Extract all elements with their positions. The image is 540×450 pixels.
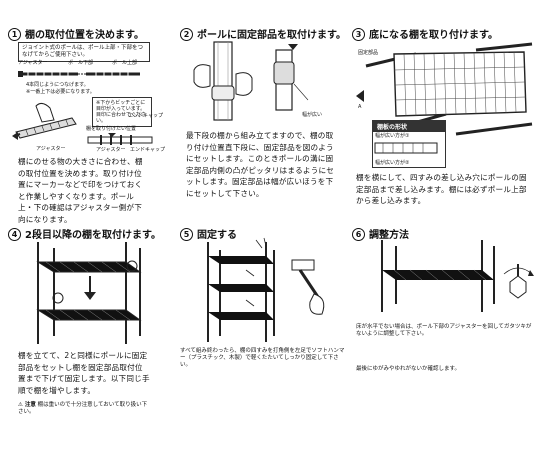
label-fixing-part: 固定部品 [358,50,379,56]
fixing-part-illustration [193,41,309,121]
step6-body2: 最後にゆがみやゆれがないか確認します。 [356,366,460,372]
svg-text:A: A [358,104,362,110]
step-number: 4 [8,228,21,241]
step-number: 2 [180,28,193,41]
label-position: 棚を取り付けたい位置 [86,126,137,132]
step2-body: 最下段の棚から組み立てますので、棚の取り付け位置直下段に、固定部品を図のようにセ… [186,131,335,198]
marking-pole-illustration [12,102,77,140]
label-pole-top: ポール上部 [112,60,138,66]
step3-body: 棚を横にして、四すみの差し込み穴にポールの固定部品まで差し込みます。棚には必ずポ… [356,173,527,205]
bottom-shelf-illustration: A [356,42,533,136]
step1-side-note: ※下からビッチごとに目印が入っています。目印に合わせてください。 [92,97,152,127]
shelf-shape-wide: 幅が広い方が① [375,133,410,139]
shelf-shape-diagram [374,142,438,154]
label-adjuster: アジャスター [18,60,48,66]
step1-note-mid: 4本同じようにつなげます。 [26,82,89,88]
step6-body: 床が水平でない場合は、ポール下部のアジャスターを回してガタツキがないように調整し… [356,324,532,337]
pole-joint-illustration [18,71,140,77]
adjuster-illustration [381,240,534,312]
step-number: 3 [352,28,365,41]
shelf-shape-title: 棚板の形状 [373,121,445,132]
step1-note-joint: ジョイント式のポールは、ポール上部・下部をつなげてからご使用下さい。 [18,42,150,62]
label-pole-bottom: ポール下部 [68,60,94,66]
step-number: 5 [180,228,193,241]
label-adjuster-3: アジャスター [96,147,126,153]
step-number: 6 [352,228,365,241]
shelf-shape-box: 棚板の形状 幅が広い方が① 幅が広い方が② [372,120,446,168]
label-wide: 幅が広い [302,112,323,118]
label-endcap-2: エンドキャップ [130,147,166,153]
label-adjuster-2: アジャスター [36,146,66,152]
step5-body: すべて組み終わったら、棚の四すみを打角側を左足でソフトハンマー（プラスチック、木… [180,348,345,368]
shelf-shape-narrow: 幅が広い方が② [375,160,410,166]
step-number: 1 [8,28,21,41]
label-endcap: エンドキャップ [128,113,164,119]
hammer-illustration [207,237,325,342]
shelf-position-diagram [87,133,153,145]
second-shelf-illustration [36,242,142,344]
step4-caution: ⚠ 注意 棚は重いので十分注意しておいて取り扱い下さい。 [18,402,148,415]
step4-body: 棚を立てて、2と同様にポールに固定部品をセットし棚を固定部品取付位置まで下げて固… [18,351,150,395]
step1-body: 棚にのせる物の大きさに合わせ、棚の取付位置を決めます。取り付け位置にマーカーなど… [18,157,143,224]
warning-icon: ⚠ [18,402,25,408]
step1-note-mid2: ※一番上下は必要になります。 [26,89,95,95]
